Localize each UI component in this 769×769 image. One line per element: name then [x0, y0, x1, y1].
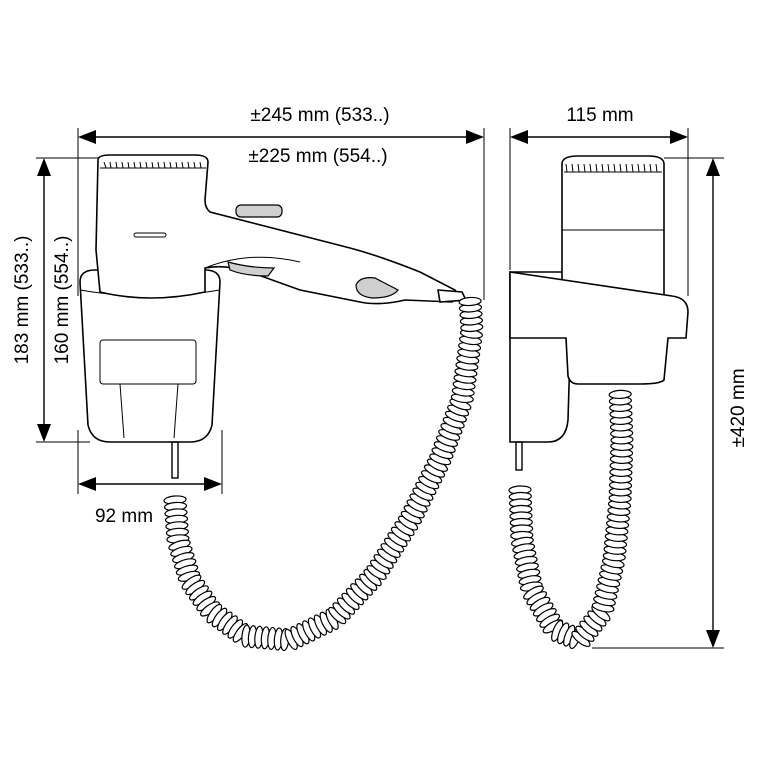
side-coiled-cord	[508, 389, 634, 650]
front-height-total-label: 183 mm (533..)	[12, 236, 33, 365]
side-holder-cup	[509, 271, 689, 385]
side-view	[509, 155, 689, 471]
front-view	[79, 154, 468, 479]
dimension-lines	[36, 128, 724, 649]
front-dryer	[95, 154, 468, 305]
side-total-height-label: ±420 mm	[728, 368, 749, 447]
front-coiled-cord	[163, 296, 484, 652]
cord-coil-loop	[608, 389, 632, 400]
side-depth-label: 115 mm	[566, 105, 633, 126]
front-base-width-label: 92 mm	[95, 506, 153, 527]
front-width-alt-label: ±225 mm (554..)	[248, 146, 387, 167]
front-height-alt-label: 160 mm (554..)	[52, 236, 73, 365]
cord-coil-loop	[458, 296, 482, 307]
front-cord	[171, 441, 179, 479]
front-holder	[79, 269, 221, 443]
front-width-total-label: ±245 mm (533..)	[250, 105, 389, 126]
side-cord-socket	[515, 441, 523, 471]
side-dryer	[561, 155, 665, 297]
